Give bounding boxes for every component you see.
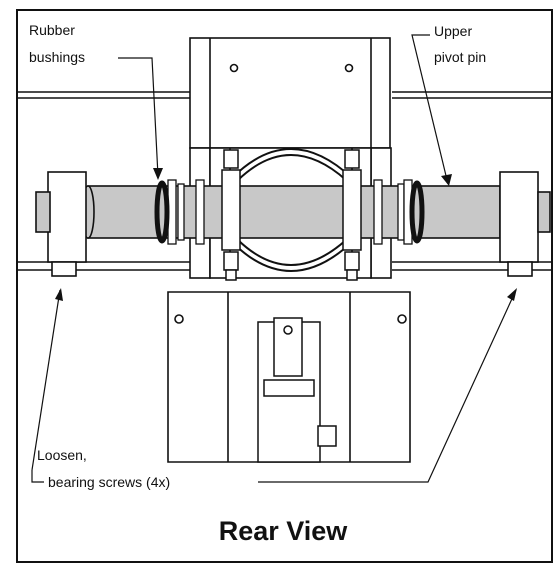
callout-pivot-line1: Upper — [434, 23, 472, 39]
callout-loosen-line2: bearing screws (4x) — [48, 474, 170, 490]
lower-cylinder — [257, 317, 337, 463]
bearing-block-left — [35, 171, 87, 277]
pin-clamp — [231, 148, 353, 272]
callout-rubber-line1: Rubber — [29, 22, 75, 38]
frame-rails — [17, 91, 552, 271]
washer-stack-left — [167, 179, 205, 245]
view-title: Rear View — [219, 516, 349, 546]
rubber-bushings — [154, 180, 425, 244]
arrow-heads — [55, 168, 517, 301]
upper-pivot-pin — [81, 185, 501, 239]
callout-rubber-line2: bushings — [29, 49, 85, 65]
bearing-block-right — [499, 171, 551, 277]
diagram-border — [16, 9, 553, 563]
callout-loosen-line1: Loosen, — [37, 447, 87, 463]
leader-lines — [31, 34, 517, 483]
callout-pivot-line2: pivot pin — [434, 49, 486, 65]
clamp-blocks — [221, 149, 362, 281]
